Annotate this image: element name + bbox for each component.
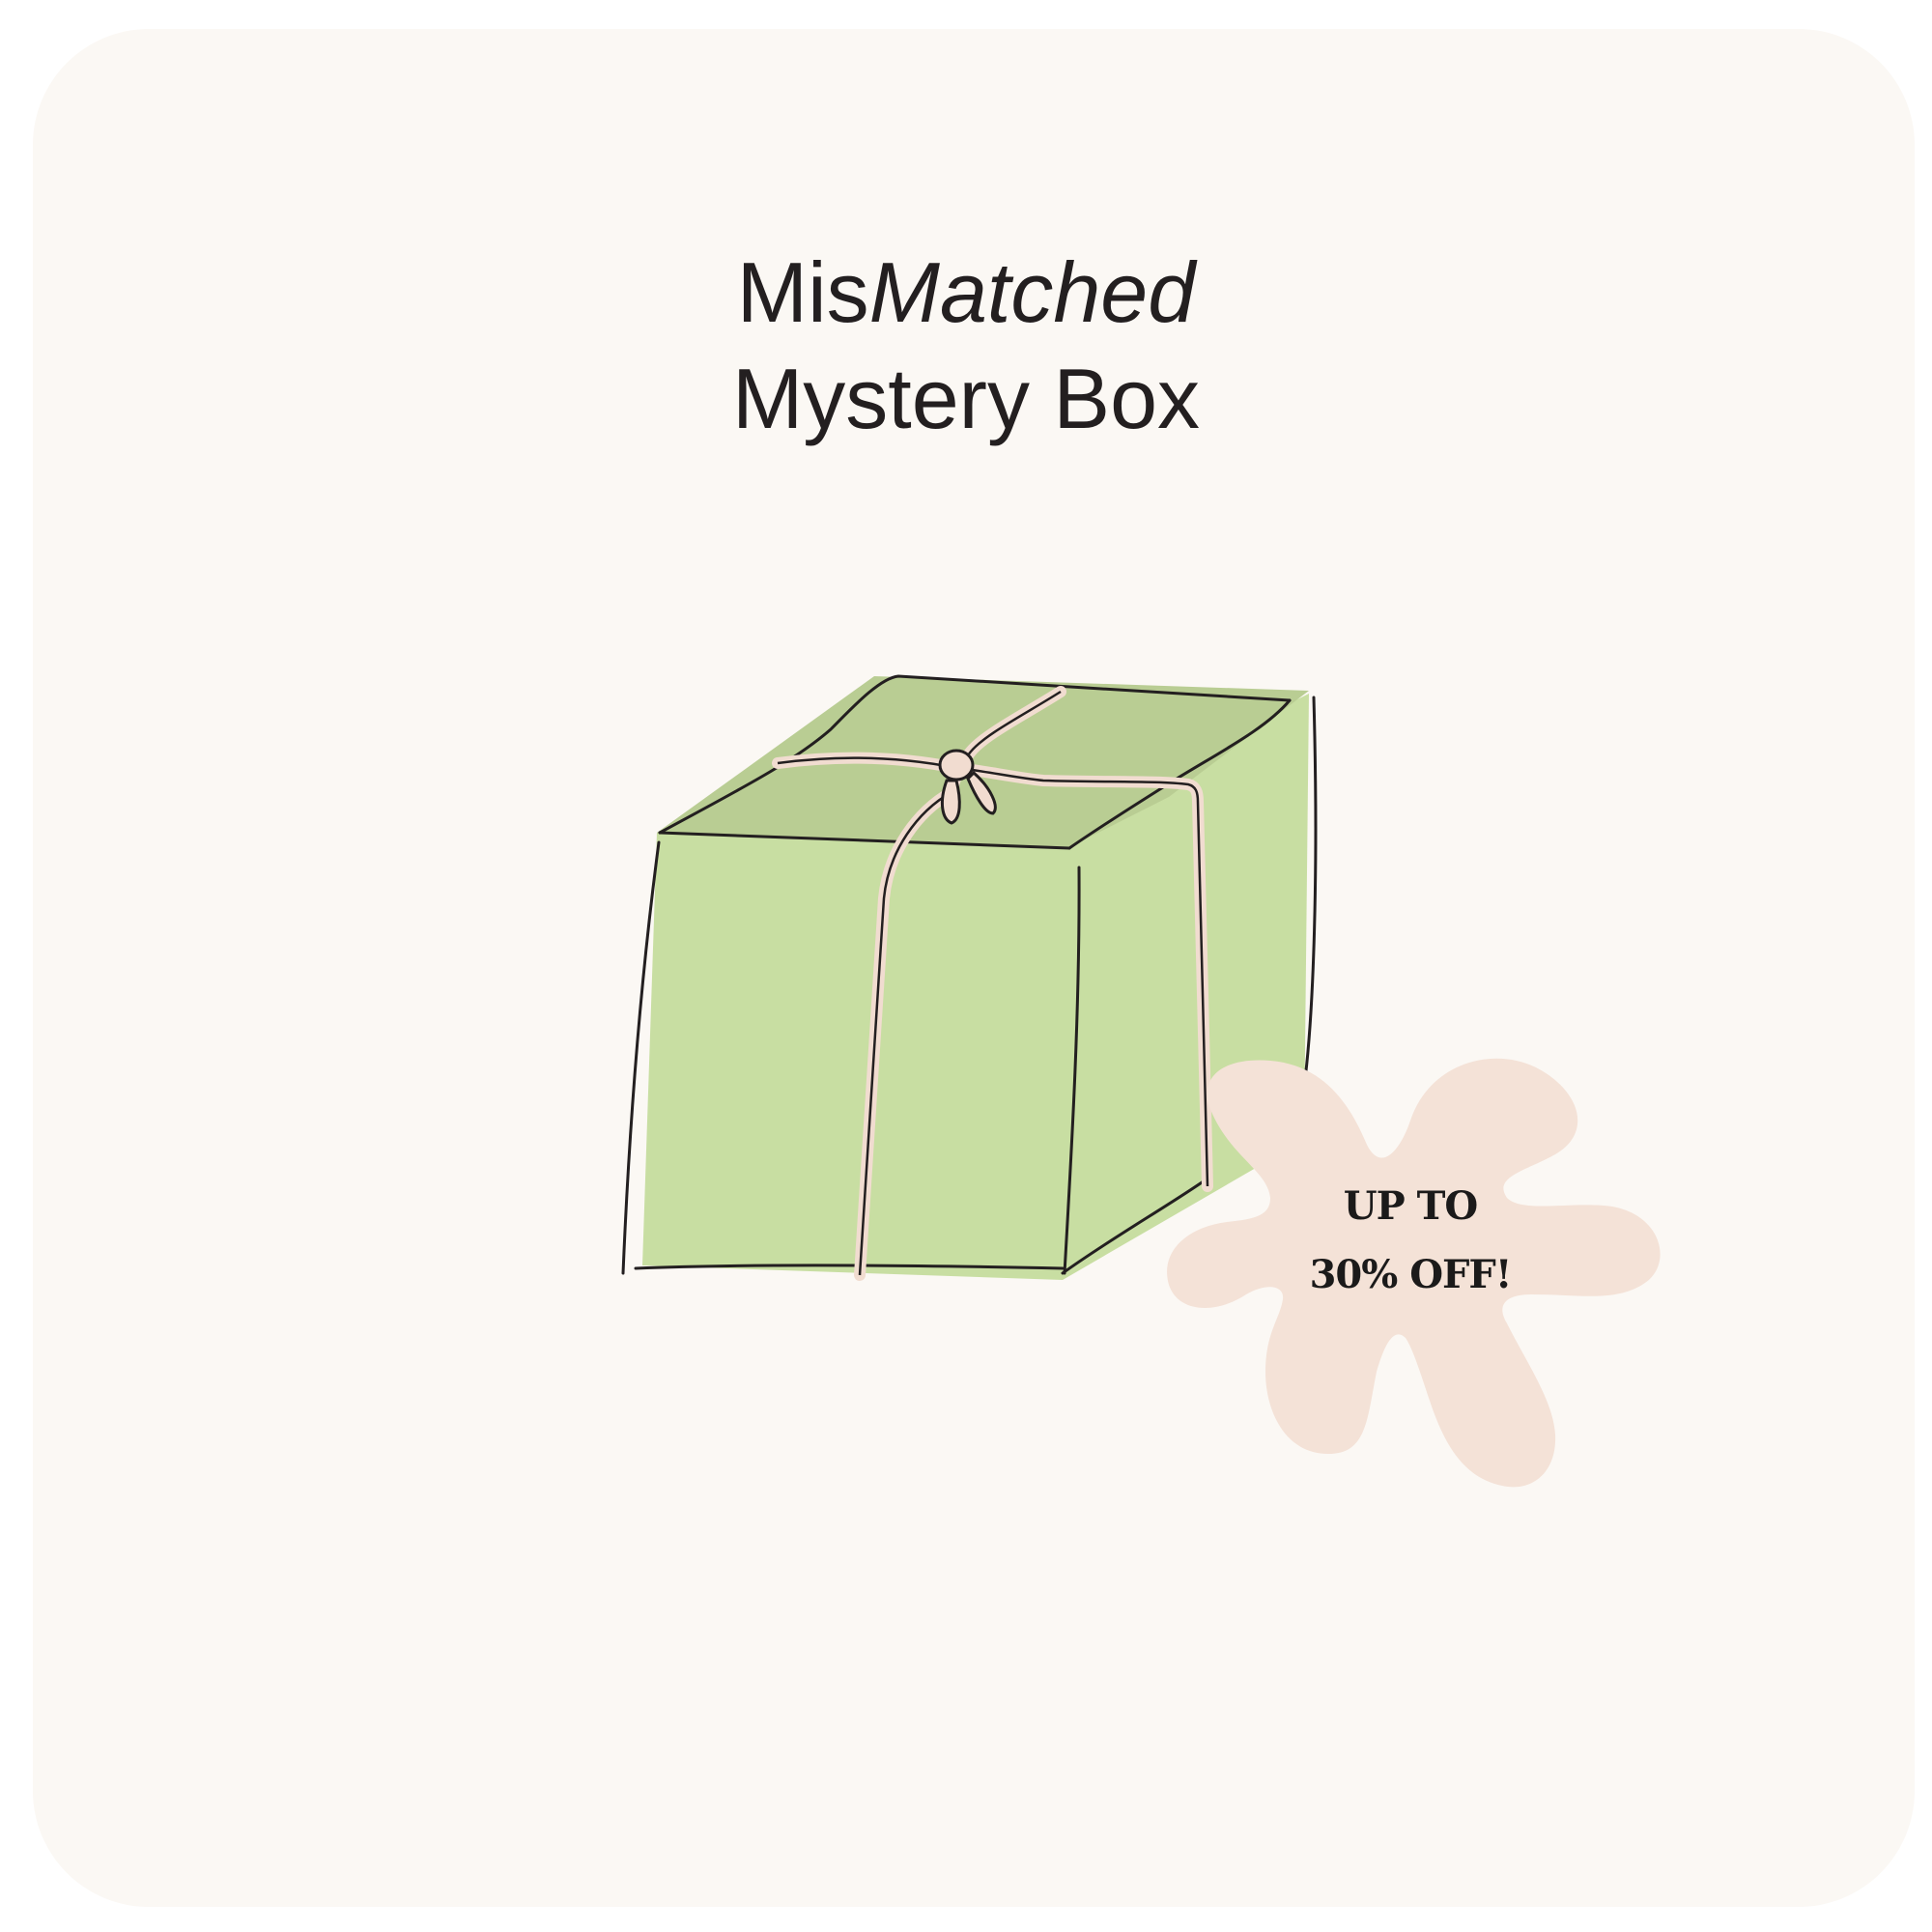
- flower-blob-badge-icon: [1167, 1058, 1661, 1488]
- product-subtitle: Mystery Box: [731, 351, 1201, 446]
- brand-name-italic: Matched: [868, 244, 1196, 340]
- brand-name: MisMatched: [0, 240, 1932, 346]
- ribbon: [772, 686, 1213, 1281]
- box-top: [657, 676, 1309, 848]
- product-title: MisMatched Mystery Box: [0, 240, 1932, 452]
- discount-badge-line-2: 30% OFF!: [1309, 1252, 1513, 1297]
- brand-name-regular: Mis: [736, 244, 869, 340]
- discount-badge-line-1: UP TO: [1343, 1183, 1479, 1229]
- gift-box-icon: [621, 674, 1318, 1281]
- box-front: [642, 833, 1067, 1280]
